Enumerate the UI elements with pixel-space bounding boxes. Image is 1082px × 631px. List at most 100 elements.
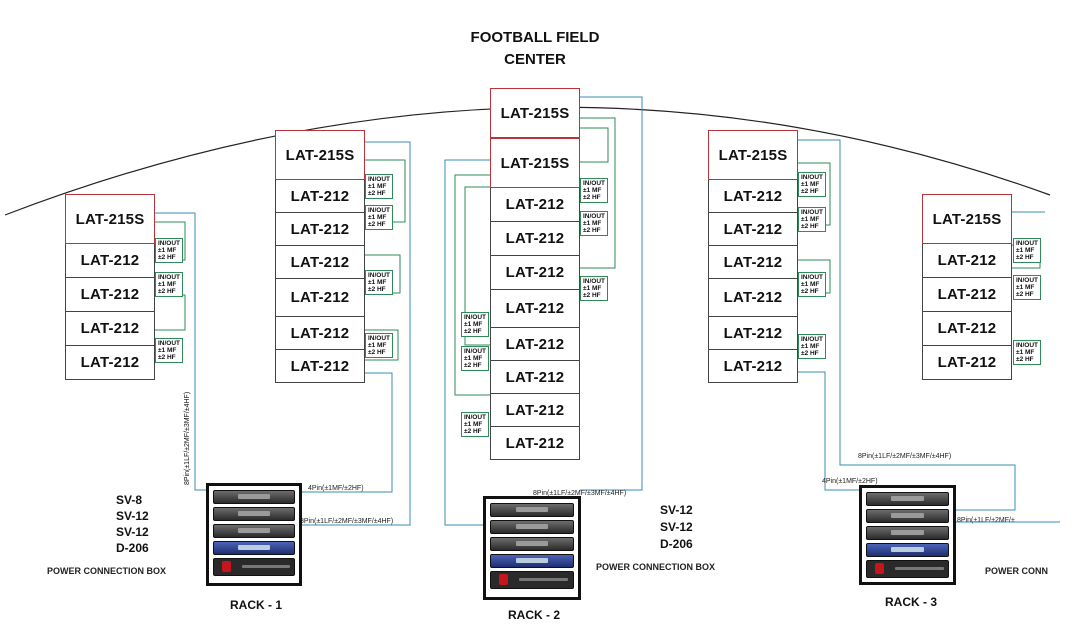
cabinet: LAT-212 [490, 361, 580, 394]
io-label: IN/OUT±1 MF±2 HF [1013, 340, 1042, 365]
io-label: IN/OUT±1 MF±2 HF [155, 272, 184, 297]
title-line-1: FOOTBALL FIELD [470, 29, 600, 46]
io-label: IN/OUT±1 MF±2 HF [798, 207, 827, 232]
cable-4pin-s2 [300, 372, 393, 493]
rack-2 [483, 496, 581, 600]
speaker-stack-5: LAT-215S LAT-212 LAT-212 LAT-212 LAT-212 [922, 194, 1012, 380]
subwoofer-cabinet: LAT-215S [275, 130, 365, 180]
link-s2-c [365, 329, 399, 361]
link-s1-b [155, 294, 186, 331]
io-label: IN/OUT±1 MF±2 HF [365, 333, 394, 358]
amplifier-unit [866, 526, 949, 540]
cable-4pin-s3 [444, 159, 490, 526]
cabinet: LAT-212 [922, 346, 1012, 380]
amplifier-unit [490, 503, 574, 517]
speaker-stack-3: LAT-215S LAT-215S LAT-212 LAT-212 LAT-21… [490, 88, 580, 460]
subwoofer-cabinet: LAT-215S [708, 130, 798, 180]
cabinet: LAT-212 [490, 427, 580, 460]
io-label: IN/OUT±1 MF±2 HF [580, 211, 609, 236]
subwoofer-cabinet: LAT-215S [490, 138, 580, 188]
cabinet: LAT-212 [490, 328, 580, 361]
cabinet: LAT-212 [490, 394, 580, 427]
io-label: IN/OUT±1 MF±2 HF [580, 276, 609, 301]
processor-unit [490, 554, 574, 568]
cabinet: LAT-212 [708, 213, 798, 246]
cable-4pin-s4 [797, 371, 880, 491]
cabinet: LAT-212 [275, 350, 365, 383]
cabinet: LAT-212 [490, 256, 580, 290]
cable-label-8pin: 8Pin(±1LF/±2MF/±3MF/±4HF) [858, 453, 952, 460]
processor-unit [213, 541, 295, 555]
amplifier-unit [866, 492, 949, 506]
io-label: IN/OUT±1 MF±2 HF [798, 172, 827, 197]
io-label: IN/OUT±1 MF±2 HF [798, 334, 827, 359]
cabinet: LAT-212 [922, 278, 1012, 312]
cabinet: LAT-212 [490, 222, 580, 256]
link-s3-a [580, 117, 616, 269]
cabinet: LAT-212 [708, 279, 798, 317]
link-s3-b [580, 127, 609, 163]
io-label: IN/OUT±1 MF±2 HF [365, 205, 394, 230]
cable-8pin-s2 [300, 141, 411, 526]
io-label: IN/OUT±1 MF±2 HF [580, 178, 609, 203]
io-label: IN/OUT±1 MF±2 HF [461, 346, 490, 371]
cabinet: LAT-212 [275, 317, 365, 350]
cable-8pin-s1 [155, 212, 207, 491]
amplifier-unit [213, 524, 295, 538]
rack-1 [206, 483, 302, 586]
rack-1-label: RACK - 1 [230, 598, 283, 612]
io-label: IN/OUT±1 MF±2 HF [1013, 238, 1042, 263]
cabinet: LAT-212 [922, 244, 1012, 278]
rack-3 [859, 485, 956, 585]
link-s3-d [464, 186, 490, 346]
speaker-stack-1: LAT-215S LAT-212 LAT-212 LAT-212 LAT-212 [65, 194, 155, 380]
io-label: IN/OUT±1 MF±2 HF [461, 312, 490, 337]
link-s3-c [454, 174, 490, 396]
io-label: IN/OUT±1 MF±2 HF [155, 338, 184, 363]
amplifier-unit [213, 507, 295, 521]
cabinet: LAT-212 [65, 244, 155, 278]
rack-1-power-box-label: POWER CONNECTION BOX [47, 566, 167, 576]
amplifier-unit [490, 520, 574, 534]
subwoofer-cabinet: LAT-215S [922, 194, 1012, 244]
cable-label-8pin-cut: 8Pin(±1LF/±2MF/± [957, 517, 1015, 524]
speaker-stack-2: LAT-215S LAT-212 LAT-212 LAT-212 LAT-212… [275, 130, 365, 383]
title-line-2: CENTER [504, 51, 566, 68]
cabinet: LAT-212 [275, 213, 365, 246]
cabinet: LAT-212 [922, 312, 1012, 346]
io-label: IN/OUT±1 MF±2 HF [365, 270, 394, 295]
rack-3-power-box-label: POWER CONN [985, 566, 1048, 576]
cable-8pin-s3 [580, 96, 643, 491]
io-label: IN/OUT±1 MF±2 HF [1013, 275, 1042, 300]
cable-label-4pin: 4Pin(±1MF/±2HF) [822, 478, 878, 485]
cabinet: LAT-212 [65, 346, 155, 380]
subwoofer-cabinet: LAT-215S [490, 88, 580, 138]
io-label: IN/OUT±1 MF±2 HF [155, 238, 184, 263]
cabinet: LAT-212 [708, 246, 798, 279]
cabinet: LAT-212 [275, 279, 365, 317]
power-connection-box [213, 558, 295, 576]
speaker-stack-4: LAT-215S LAT-212 LAT-212 LAT-212 LAT-212… [708, 130, 798, 383]
power-connection-box [866, 560, 949, 578]
cabinet: LAT-212 [708, 180, 798, 213]
io-label: IN/OUT±1 MF±2 HF [798, 272, 827, 297]
io-label: IN/OUT±1 MF±2 HF [461, 412, 490, 437]
processor-unit [866, 543, 949, 557]
rack-2-label: RACK - 2 [508, 608, 561, 622]
rack-3-label: RACK - 3 [885, 595, 938, 609]
amplifier-unit [213, 490, 295, 504]
power-connection-box [490, 571, 574, 589]
cabinet: LAT-212 [708, 350, 798, 383]
amplifier-unit [866, 509, 949, 523]
cable-8pin-s4 [797, 139, 1016, 511]
io-label: IN/OUT±1 MF±2 HF [365, 174, 394, 199]
cabinet: LAT-212 [275, 246, 365, 279]
cabinet: LAT-212 [490, 290, 580, 328]
cabinet: LAT-212 [490, 188, 580, 222]
rack-2-power-box-label: POWER CONNECTION BOX [596, 562, 716, 572]
amplifier-unit [490, 537, 574, 551]
